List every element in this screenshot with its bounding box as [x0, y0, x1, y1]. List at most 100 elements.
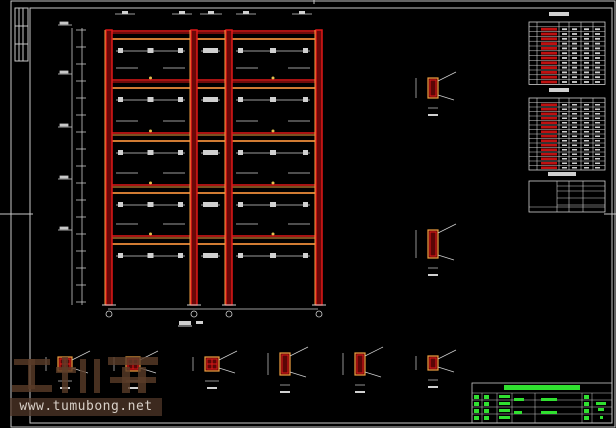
rebar-tag — [213, 97, 218, 102]
leader-line — [218, 350, 238, 361]
table-cell-value — [595, 108, 600, 110]
leader-line — [289, 346, 309, 357]
rebar-tag — [213, 253, 218, 258]
table-cell-value — [562, 37, 567, 40]
section-label — [428, 114, 438, 116]
title-field-label — [484, 409, 489, 413]
level-label — [59, 123, 69, 127]
drawing-scale — [196, 321, 203, 324]
dimension-label — [208, 11, 214, 14]
column — [315, 29, 323, 306]
table-cell-highlight — [541, 56, 557, 60]
table-cell-value — [595, 131, 600, 133]
rebar-tag — [147, 253, 154, 258]
elevation-dimensions — [58, 21, 86, 305]
table-cell-value — [562, 61, 567, 64]
table-cell-value — [562, 122, 567, 124]
table-cell-value — [572, 167, 577, 169]
table-cell-value — [584, 153, 589, 155]
table-cell-highlight — [541, 148, 557, 151]
reinforcement-table — [528, 88, 606, 171]
table-cell-value — [572, 122, 577, 124]
table-cell-value — [562, 153, 567, 155]
section-label — [428, 386, 438, 388]
title-field-label — [584, 395, 589, 399]
level-label — [59, 21, 69, 25]
table-cell-value — [595, 37, 600, 40]
title-field-value — [514, 398, 524, 401]
dimension-label — [299, 11, 305, 14]
reinforcement-table — [528, 12, 606, 85]
table-cell-value — [562, 66, 567, 69]
rebar-tag — [207, 97, 214, 102]
table-cell-value — [584, 113, 589, 115]
axis-bubble — [315, 310, 323, 318]
rebar-dot — [271, 76, 275, 80]
rebar-dot — [271, 181, 275, 185]
table-cell-value — [584, 71, 589, 74]
leader-line — [364, 346, 384, 357]
rebar-tag — [147, 202, 154, 207]
title-block-frame — [471, 382, 613, 424]
table-cell-value — [562, 140, 567, 142]
table-cell-value — [572, 61, 577, 64]
rebar-tag — [178, 97, 183, 102]
level-label — [59, 70, 69, 74]
table-cell-value — [595, 167, 600, 169]
table-cell-value — [572, 131, 577, 133]
table-cell-value — [595, 135, 600, 137]
table-cell-value — [562, 135, 567, 137]
leader-line — [437, 223, 457, 234]
table-cell-value — [584, 149, 589, 151]
table-cell-value — [595, 153, 600, 155]
table-cell-value — [562, 149, 567, 151]
table-cell-value — [562, 57, 567, 59]
table-cell-value — [584, 47, 589, 50]
rebar-dot — [149, 232, 152, 236]
title-field-label — [584, 409, 589, 413]
rebar-tag — [178, 202, 183, 207]
table-cell-highlight — [541, 66, 557, 69]
table-frame — [528, 180, 606, 213]
rebar-tag — [303, 150, 308, 155]
rebar-tag — [303, 48, 308, 53]
beam — [107, 235, 319, 245]
table-cell-value — [595, 122, 600, 124]
leader-line — [437, 71, 457, 82]
table-cell-highlight — [541, 103, 557, 106]
section-outline — [427, 77, 439, 99]
rebar-tag — [178, 150, 183, 155]
title-field-label — [484, 395, 489, 399]
axis-bubble — [105, 310, 113, 318]
table-cell-value — [572, 144, 577, 146]
table-cell-value — [595, 28, 600, 31]
dimension-label — [179, 11, 185, 14]
table-cell-value — [595, 104, 600, 106]
table-cell-highlight — [541, 42, 557, 45]
reinforcement-tables — [528, 12, 606, 213]
beam — [107, 132, 319, 142]
table-cell-highlight — [541, 144, 557, 147]
table-cell-value — [584, 122, 589, 124]
table-cell-value — [584, 76, 589, 79]
table-cell-value — [584, 126, 589, 128]
table-cell-highlight — [541, 51, 557, 55]
title-field-value — [499, 409, 510, 412]
rebar-tag — [147, 48, 154, 53]
table-cell-value — [572, 135, 577, 137]
table-cell-value — [584, 33, 589, 35]
rebar-tag — [207, 253, 214, 258]
rebar-tag — [147, 97, 154, 102]
table-cell-value — [595, 81, 600, 83]
table-cell-value — [572, 57, 577, 59]
table-cell-value — [572, 126, 577, 128]
table-cell-value — [584, 108, 589, 110]
table-cell-value — [595, 61, 600, 64]
table-cell-value — [584, 158, 589, 160]
column — [190, 29, 198, 306]
title-field-label — [474, 409, 479, 413]
leader-line — [437, 254, 455, 261]
table-cell-value — [595, 57, 600, 59]
table-cell-highlight — [541, 162, 557, 165]
project-title — [504, 385, 580, 390]
